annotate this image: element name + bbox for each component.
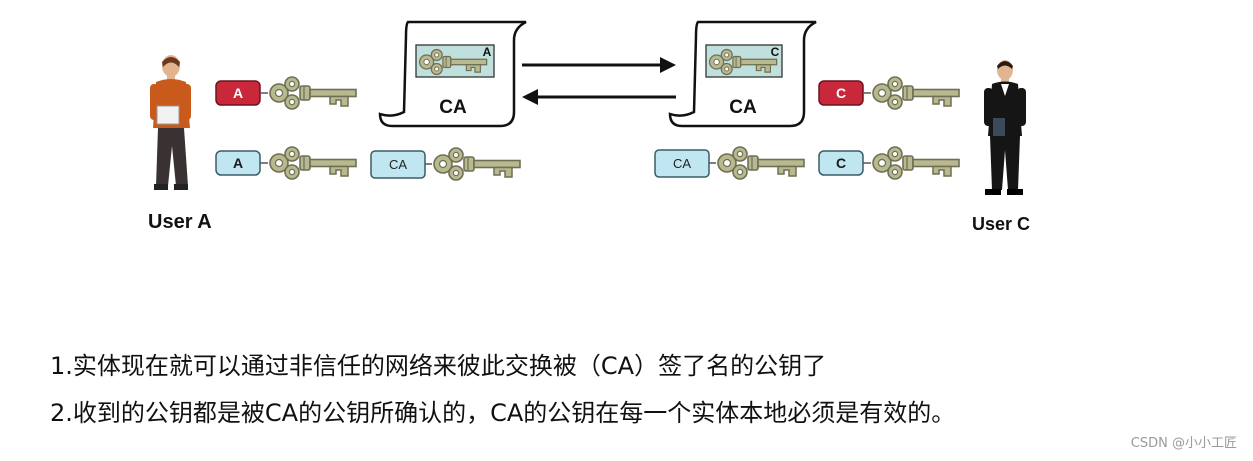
certificate-a-key-tag: A bbox=[483, 45, 492, 59]
user-a-public-key: A bbox=[215, 146, 357, 180]
user-c-figure bbox=[984, 60, 1026, 195]
ca-public-key-left: CA bbox=[370, 147, 521, 181]
ca-public-key-right: CA bbox=[654, 146, 805, 180]
exchange-arrow-right bbox=[522, 57, 676, 73]
user-c-private-key-label: C bbox=[836, 85, 846, 101]
certificate-a: A CA bbox=[378, 20, 527, 128]
certificate-c: C CA bbox=[668, 20, 817, 128]
exchange-arrow-left bbox=[522, 89, 676, 105]
ca-public-key-right-label: CA bbox=[673, 156, 691, 171]
user-a-label: User A bbox=[148, 211, 212, 233]
user-c-private-key: C bbox=[818, 76, 960, 110]
user-a-private-key: A bbox=[215, 76, 357, 110]
certificate-c-label: CA bbox=[729, 97, 757, 118]
user-a-figure bbox=[150, 55, 191, 190]
user-c-public-key-label: C bbox=[836, 155, 846, 171]
caption-line-1: 1.实体现在就可以通过非信任的网络来彼此交换被（CA）签了名的公钥了 bbox=[50, 352, 827, 380]
user-c-label: User C bbox=[972, 214, 1030, 234]
pki-diagram: User A A A CA A CA bbox=[148, 20, 1030, 234]
user-a-private-key-label: A bbox=[233, 85, 243, 101]
user-c-public-key: C bbox=[818, 146, 960, 180]
ca-public-key-left-label: CA bbox=[389, 157, 407, 172]
certificate-c-key-tag: C bbox=[771, 45, 780, 59]
certificate-a-label: CA bbox=[439, 97, 467, 118]
caption-line-2: 2.收到的公钥都是被CA的公钥所确认的，CA的公钥在每一个实体本地必须是有效的。 bbox=[50, 399, 956, 427]
watermark: CSDN @小小工匠 bbox=[1130, 436, 1237, 451]
user-a-public-key-label: A bbox=[233, 155, 243, 171]
